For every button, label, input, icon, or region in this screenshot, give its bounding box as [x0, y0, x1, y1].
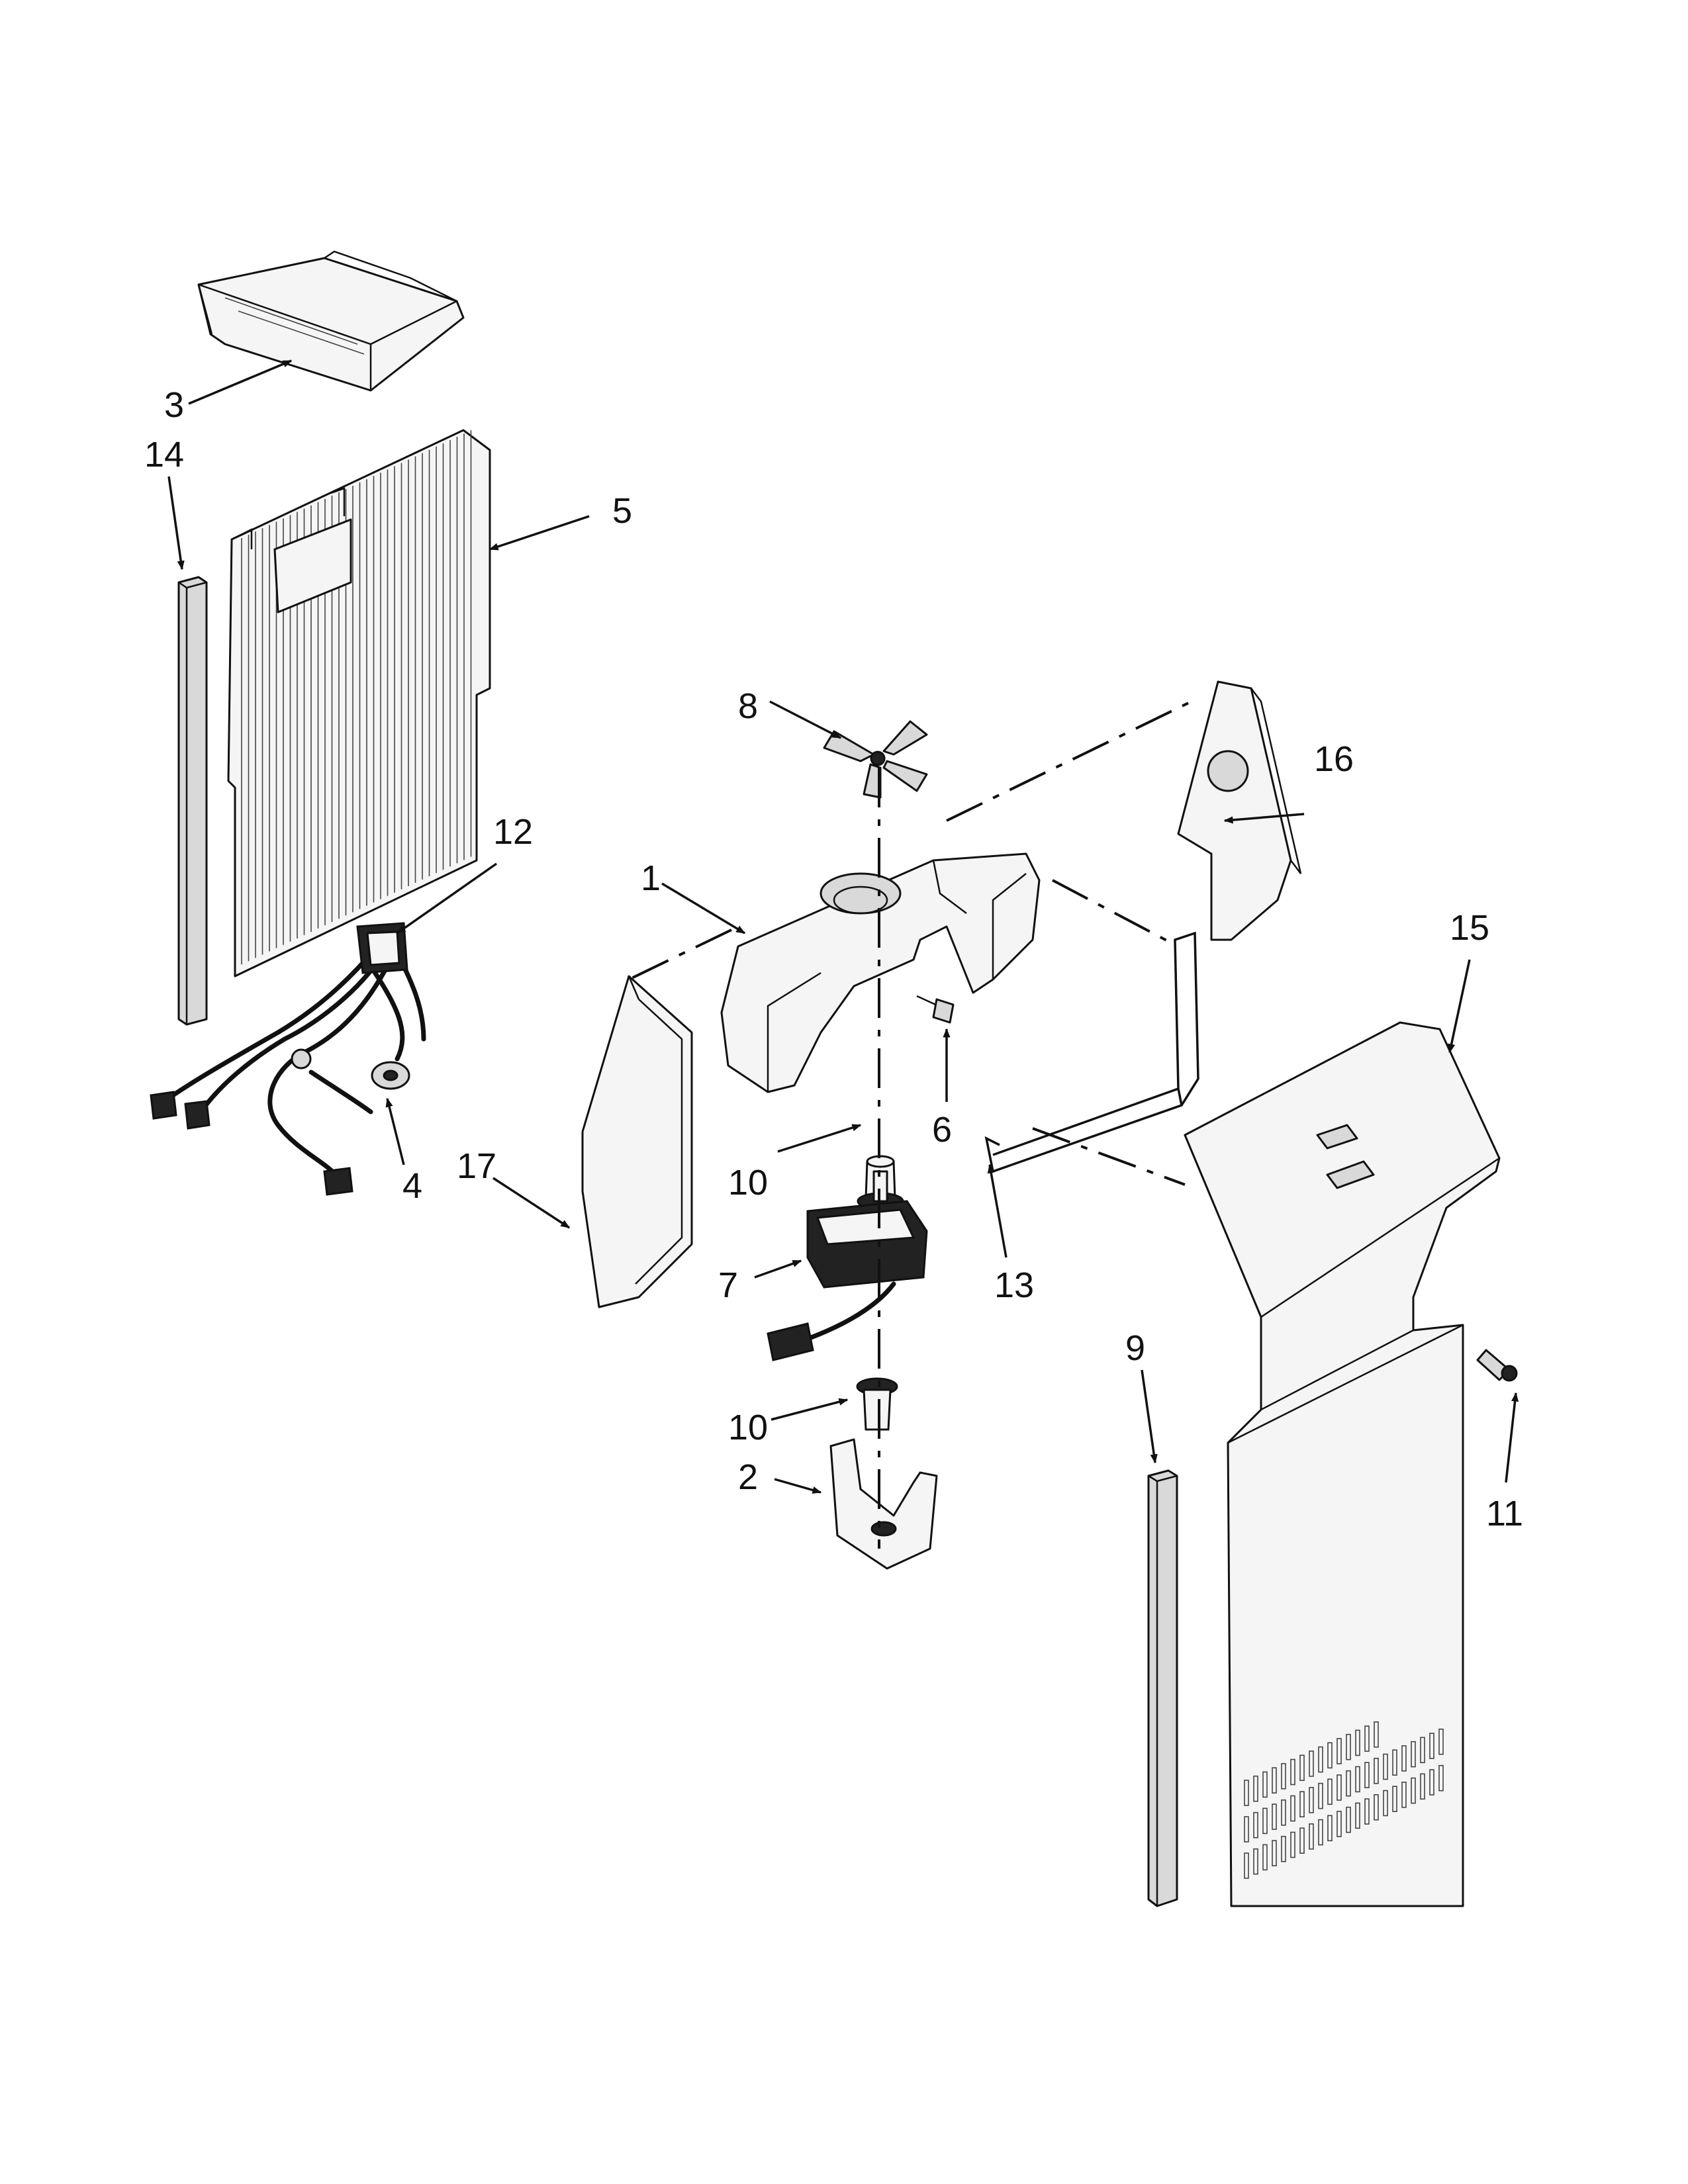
callout-17: 17 [457, 1146, 496, 1186]
callout-12: 12 [493, 812, 533, 852]
callout-labels: 1 2 3 4 5 6 7 8 9 10 10 11 12 13 14 15 1… [144, 385, 1523, 1533]
part-8-fan-blade [823, 720, 928, 799]
callout-6: 6 [932, 1110, 952, 1150]
part-17-left-baffle [581, 975, 693, 1308]
part-14-seal-strip [177, 576, 208, 1026]
part-6-screw [916, 995, 955, 1024]
callout-3: 3 [164, 385, 184, 425]
part-4-thermistor [371, 1061, 410, 1090]
callout-9: 9 [1125, 1328, 1145, 1368]
callout-11: 11 [1486, 1494, 1523, 1533]
part-9-seal-strip [1147, 1469, 1178, 1907]
leader-lines [167, 359, 1519, 1494]
callout-2: 2 [738, 1457, 758, 1497]
part-13-wire-retainer [984, 931, 1199, 1173]
part-3-duct-cover [197, 250, 465, 392]
part-2-motor-bracket [829, 1438, 938, 1570]
callout-15: 15 [1450, 908, 1489, 948]
part-10-lower-grommet [856, 1377, 898, 1431]
callout-13: 13 [994, 1265, 1034, 1305]
part-5-evaporator-cover [227, 429, 491, 978]
callout-5: 5 [612, 491, 632, 531]
callout-14: 14 [144, 435, 184, 475]
part-12-wiring-harness [150, 922, 426, 1196]
callout-1: 1 [641, 858, 661, 898]
part-15-rear-duct-panel [1184, 1021, 1501, 1907]
callout-7: 7 [718, 1265, 738, 1305]
callout-10-upper: 10 [728, 1163, 768, 1203]
assembly-lines [628, 697, 1199, 1549]
part-1-fan-housing [720, 852, 1041, 1093]
callout-8: 8 [738, 686, 758, 726]
callout-10-lower: 10 [728, 1408, 768, 1447]
part-11-screw [1476, 1349, 1518, 1382]
part-7-fan-motor [767, 1170, 928, 1361]
callout-16: 16 [1314, 739, 1354, 779]
part-16-right-baffle [1177, 680, 1302, 941]
callout-4: 4 [402, 1166, 422, 1206]
